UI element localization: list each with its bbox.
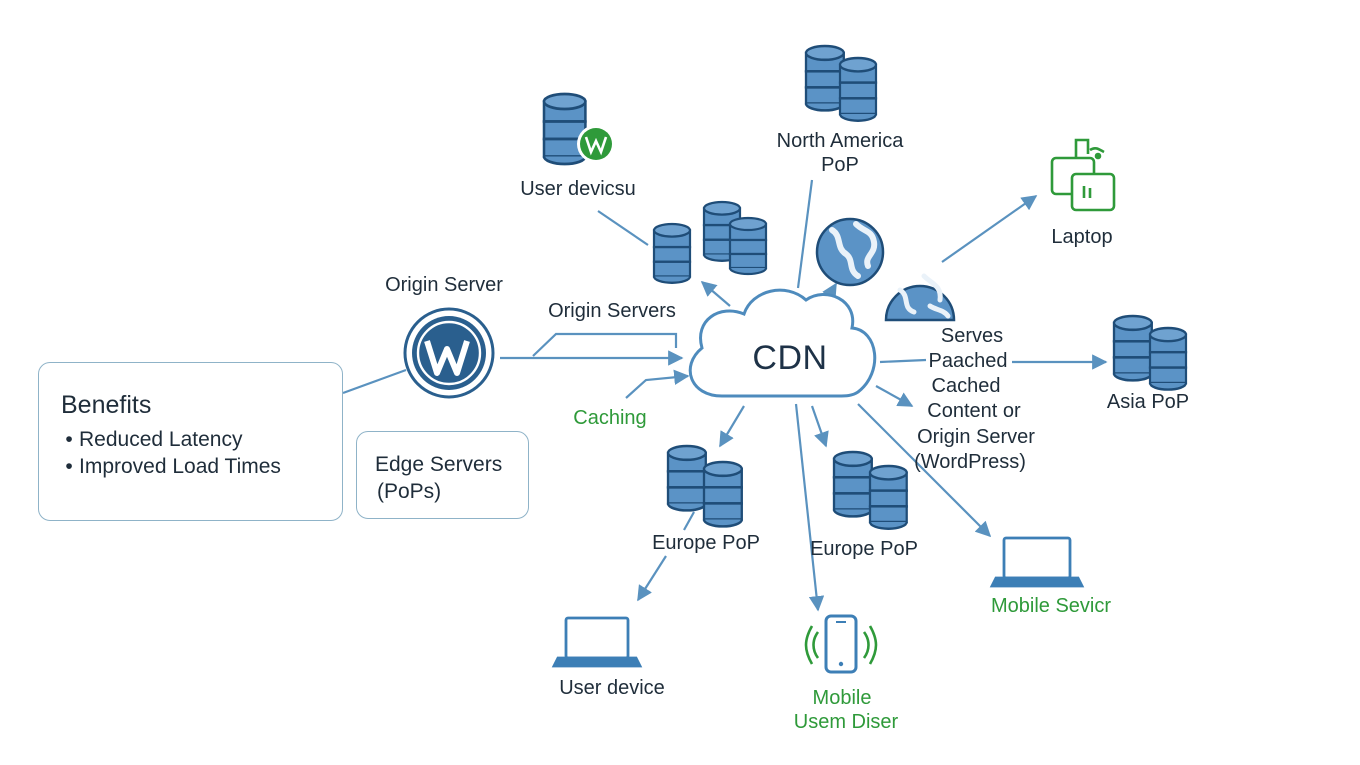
- label-north-america-pop-line1: North America: [776, 130, 904, 152]
- edge-servers-line1: Edge Servers: [375, 453, 503, 476]
- arrow-to-laptop: [941, 195, 1038, 263]
- label-north-america-pop-line2: PoP: [821, 154, 859, 176]
- label-mobile-sevicr: Mobile Sevicr: [990, 595, 1112, 617]
- arrow-cdn-to-europe-left: [719, 405, 745, 448]
- database-server-icon-user-devices: [542, 92, 615, 166]
- benefits-list: Reduced Latency Improved Load Times: [59, 426, 281, 480]
- laptop-icon-user-device: [551, 616, 643, 668]
- arrow-cdn-to-europe-center: [810, 405, 829, 448]
- cdn-cloud-icon: [688, 288, 877, 398]
- benefits-box: Benefits Reduced Latency Improved Load T…: [38, 362, 343, 521]
- cdn-title: CDN: [752, 339, 828, 377]
- benefit-item: Improved Load Times: [59, 453, 281, 480]
- database-server-icon-cluster: [652, 200, 768, 284]
- label-europe-pop-left: Europe PoP: [652, 532, 760, 554]
- label-serves-line5: Origin Server: [917, 426, 1035, 448]
- label-mobile-user-line2: Usem Diser: [793, 711, 899, 733]
- arrow-cdn-to-mobile-user: [794, 403, 825, 612]
- label-origin-server: Origin Server: [385, 274, 503, 296]
- label-serves-line4: Content or: [927, 400, 1021, 422]
- laptop-icon-blue: [989, 536, 1085, 588]
- line-userdev-to-servers: [597, 210, 649, 246]
- arrow-cdn-to-servers-top: [700, 280, 731, 307]
- label-caching: Caching: [573, 407, 647, 429]
- label-origin-servers: Origin Servers: [548, 300, 676, 322]
- label-mobile-user-line1: Mobile: [812, 687, 872, 709]
- arrow-caching-to-cdn: [625, 369, 690, 399]
- label-serves-line3: Cached: [931, 375, 1001, 397]
- globe-icon: [815, 217, 885, 287]
- label-laptop: Laptop: [1051, 226, 1113, 248]
- arrow-europe-to-userdevice: [637, 555, 667, 602]
- label-serves-line2: Paached: [928, 350, 1008, 372]
- label-europe-pop-center: Europe PoP: [810, 538, 918, 560]
- label-serves-line1: Serves: [940, 325, 1004, 347]
- label-asia-pop: Asia PoP: [1106, 391, 1190, 413]
- benefit-item: Reduced Latency: [59, 426, 281, 453]
- globe-icon-2: [884, 273, 956, 322]
- label-user-devices-top: User devicsu: [520, 178, 636, 200]
- arrow-cdn-to-serves-lower: [875, 385, 914, 407]
- edge-servers-line2: (PoPs): [377, 480, 442, 503]
- line-cdn-to-northamerica: [796, 179, 814, 289]
- connectors: [342, 179, 1108, 612]
- benefit-item-text: Reduced Latency: [79, 428, 243, 451]
- database-server-icon-europe-center: [832, 450, 908, 530]
- mobile-phone-icon: [804, 614, 878, 674]
- edge-servers-box: Edge Servers (PoPs): [356, 431, 529, 519]
- laptop-icon-green: [1050, 138, 1116, 212]
- benefit-item-text: Improved Load Times: [79, 455, 281, 478]
- line-cdn-to-serves: [879, 358, 927, 364]
- database-server-icon-asia: [1112, 314, 1188, 391]
- label-user-device-bottom: User device: [559, 677, 665, 699]
- database-server-icon-europe-left: [666, 444, 744, 528]
- wordpress-logo-icon: [403, 307, 495, 399]
- database-server-icon-north-america: [804, 44, 878, 122]
- line-europe-left-down: [683, 511, 695, 531]
- line-benefits-to-origin: [342, 368, 407, 395]
- origin-servers-bracket: [532, 332, 678, 357]
- label-serves-line6: (WordPress): [914, 451, 1026, 473]
- benefits-title: Benefits: [61, 391, 152, 419]
- arrow-cdn-to-mobile-sevicr: [857, 403, 992, 538]
